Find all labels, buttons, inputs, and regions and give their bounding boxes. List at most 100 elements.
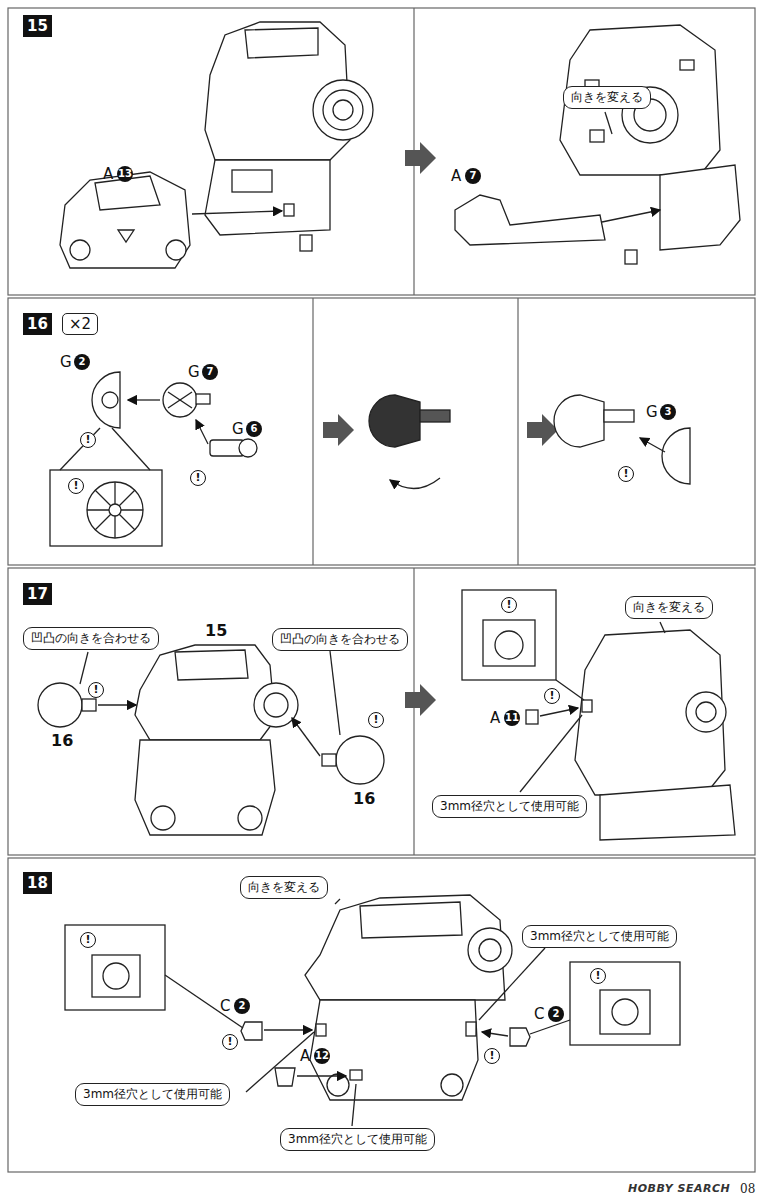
part-letter: C [220, 998, 230, 1014]
line-art [336, 736, 384, 784]
line-art [526, 710, 538, 724]
line-art [441, 1074, 463, 1096]
line-art [109, 504, 121, 516]
line-art [92, 372, 120, 428]
watermark: HOBBY SEARCH [628, 1182, 730, 1195]
line-art [135, 740, 275, 835]
line-art [238, 806, 262, 830]
quantity-box-text: ×2 [69, 315, 91, 333]
line-art [175, 650, 248, 680]
line-art [8, 568, 755, 855]
note-callout: 凹凸の向きを合わせる [23, 627, 159, 650]
part-letter: G [232, 421, 244, 437]
note-callout-text: 凹凸の向きを合わせる [31, 631, 151, 646]
line-art [80, 652, 88, 684]
line-art [335, 899, 340, 904]
page-number: 08 [740, 1182, 755, 1196]
line-art [95, 490, 135, 530]
line-art [118, 230, 134, 242]
part-letter: A [300, 1048, 310, 1064]
line-art [310, 1000, 478, 1100]
part-letter: G [646, 404, 658, 420]
step-number-text: 17 [27, 585, 48, 603]
note-callout: 向きを変える [240, 876, 328, 899]
note-callout: 向きを変える [563, 86, 651, 109]
caution-mark: ! [544, 688, 560, 704]
line-art [196, 394, 210, 404]
line-art [352, 1084, 356, 1126]
part-letter: A [490, 710, 500, 726]
caution-mark: ! [68, 478, 84, 494]
line-art [128, 399, 160, 400]
line-art [196, 420, 208, 444]
line-art [662, 428, 690, 484]
note-callout-text: 3mm径穴として使用可能 [530, 929, 669, 944]
line-art [60, 428, 100, 470]
line-art [8, 858, 755, 1172]
line-art [135, 645, 275, 740]
line-art [605, 112, 612, 134]
note-callout-text: 3mm径穴として使用可能 [288, 1132, 427, 1147]
note-callout: 向きを変える [625, 596, 713, 619]
line-art [60, 172, 190, 268]
part-number: 7 [202, 364, 218, 380]
step-number: 16 [23, 313, 52, 335]
line-art [165, 975, 243, 1028]
step-number-text: 16 [27, 315, 48, 333]
line-art [483, 620, 535, 666]
subassembly-ref: 15 [204, 622, 228, 640]
line-art [390, 478, 440, 489]
line-art [284, 204, 294, 216]
line-art [87, 482, 143, 538]
line-art [405, 684, 436, 716]
line-art [168, 392, 192, 408]
line-art [625, 250, 637, 264]
part-number: 11 [504, 710, 520, 726]
note-callout-text: 向きを変える [571, 90, 643, 105]
part-letter: C [534, 1006, 544, 1022]
step16-art [50, 372, 690, 546]
line-art [530, 1020, 570, 1034]
line-art [330, 651, 340, 735]
line-art [517, 298, 518, 565]
line-art [462, 590, 556, 680]
caution-mark: ! [190, 470, 206, 486]
line-art [241, 1022, 262, 1040]
line-art [510, 1028, 530, 1046]
line-art [232, 170, 272, 192]
line-art [680, 60, 694, 70]
note-callout: 3mm径穴として使用可能 [280, 1128, 435, 1151]
line-art [8, 8, 755, 295]
line-art [163, 383, 197, 417]
line-art [413, 568, 414, 855]
step-number: 18 [23, 872, 52, 894]
line-art [264, 1029, 312, 1030]
panel-frames [8, 8, 755, 1172]
line-art [604, 410, 634, 422]
line-art [323, 90, 363, 130]
step-number: 15 [23, 15, 52, 37]
line-art [640, 438, 665, 452]
line-art [360, 902, 462, 938]
part-letter: A [103, 166, 113, 182]
line-art [570, 962, 680, 1045]
line-art [556, 680, 584, 700]
line-art [420, 410, 450, 422]
part-number: 7 [465, 168, 481, 184]
line-art [112, 428, 150, 470]
line-art [466, 1022, 476, 1036]
caution-mark: ! [368, 712, 384, 728]
note-callout-text: 向きを変える [248, 880, 320, 895]
line-art [333, 100, 353, 120]
line-art [575, 630, 725, 795]
part-letter: G [60, 354, 72, 370]
line-art [38, 683, 82, 727]
line-art [660, 622, 665, 633]
line-art [455, 195, 605, 245]
line-art [482, 1032, 508, 1036]
line-art [468, 928, 512, 972]
part-letter: A [451, 168, 461, 184]
part-number: 13 [117, 166, 133, 182]
line-art [168, 392, 192, 408]
part-number: 2 [74, 354, 90, 370]
